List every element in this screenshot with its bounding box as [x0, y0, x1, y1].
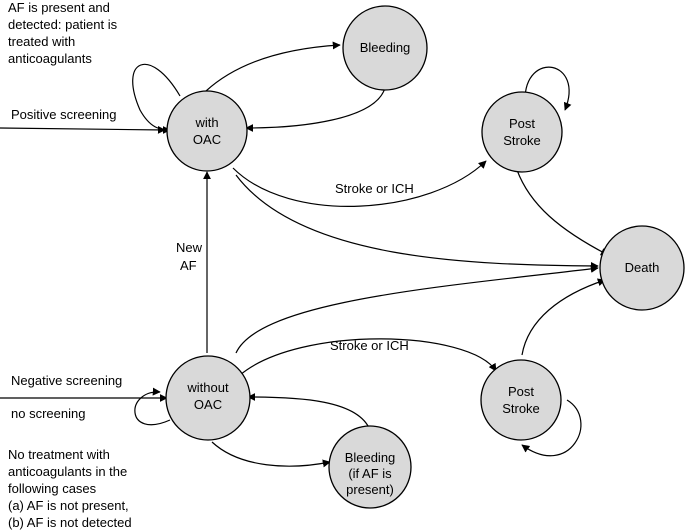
- node-with-oac-line-1: with: [194, 115, 218, 130]
- label-stroke-top: Stroke or ICH: [335, 181, 414, 196]
- positive-screening-arrow: [0, 125, 166, 134]
- note-top-line-1: AF is present and: [8, 0, 110, 15]
- post-stroke-bottom-to-death-edge: [521, 278, 606, 356]
- label-new-af-line-2: AF: [180, 258, 197, 273]
- note-bottom-line-1: No treatment with: [8, 447, 110, 462]
- node-bleeding-bottom: Bleeding (if AF is present): [328, 425, 412, 509]
- note-bottom: No treatment with anticoagulants in the …: [8, 447, 132, 530]
- node-post-stroke-top-line-2: Stroke: [503, 133, 541, 148]
- note-bottom-line-5: (b) AF is not detected: [8, 515, 132, 530]
- note-top-line-4: anticoagulants: [8, 51, 92, 66]
- without-oac-to-death-edge: [235, 264, 599, 354]
- without-oac-to-post-stroke-edge: [239, 338, 497, 376]
- with-oac-to-post-stroke-edge: [232, 160, 487, 207]
- note-bottom-line-2: anticoagulants in the: [8, 464, 127, 479]
- node-bleeding-top: Bleeding: [342, 5, 428, 91]
- post-stroke-bottom-self-loop: [521, 399, 582, 457]
- note-top-line-3: treated with: [8, 34, 75, 49]
- note-bottom-line-3: following cases: [8, 481, 97, 496]
- node-post-stroke-bottom: Post Stroke: [480, 359, 562, 441]
- post-stroke-top-to-death-edge: [516, 169, 609, 256]
- node-post-stroke-bottom-line-1: Post: [508, 384, 534, 399]
- bleeding-to-with-oac-edge: [245, 87, 386, 132]
- label-negative-screening: Negative screening: [11, 373, 122, 388]
- node-bleeding-bottom-line-1: Bleeding: [345, 450, 396, 465]
- node-without-oac-line-1: without: [186, 380, 229, 395]
- label-no-screening: no screening: [11, 406, 85, 421]
- node-with-oac-line-2: OAC: [193, 132, 221, 147]
- node-bleeding-bottom-line-3: present): [346, 482, 394, 497]
- with-oac-to-bleeding-edge: [205, 41, 341, 92]
- node-death-line-1: Death: [625, 260, 660, 275]
- note-top: AF is present and detected: patient is t…: [8, 0, 118, 66]
- without-oac-self-loop: [134, 387, 171, 426]
- node-death: Death: [599, 225, 685, 311]
- post-stroke-top-self-loop: [524, 66, 572, 111]
- label-stroke-bottom: Stroke or ICH: [330, 338, 409, 353]
- with-oac-to-death-edge: [235, 174, 599, 270]
- node-without-oac: without OAC: [165, 355, 251, 441]
- bleeding-to-without-oac-edge: [247, 393, 371, 431]
- label-new-af-line-1: New: [176, 240, 203, 255]
- node-with-oac: with OAC: [166, 90, 248, 172]
- label-positive-screening: Positive screening: [11, 107, 117, 122]
- node-bleeding-bottom-line-2: (if AF is: [348, 466, 392, 481]
- note-bottom-line-4: (a) AF is not present,: [8, 498, 129, 513]
- node-bleeding-top-line-1: Bleeding: [360, 40, 411, 55]
- without-oac-to-bleeding-edge: [211, 441, 331, 468]
- node-post-stroke-bottom-line-2: Stroke: [502, 401, 540, 416]
- node-post-stroke-top-line-1: Post: [509, 116, 535, 131]
- note-top-line-2: detected: patient is: [8, 17, 118, 32]
- node-post-stroke-top: Post Stroke: [481, 91, 563, 173]
- node-without-oac-line-2: OAC: [194, 397, 222, 412]
